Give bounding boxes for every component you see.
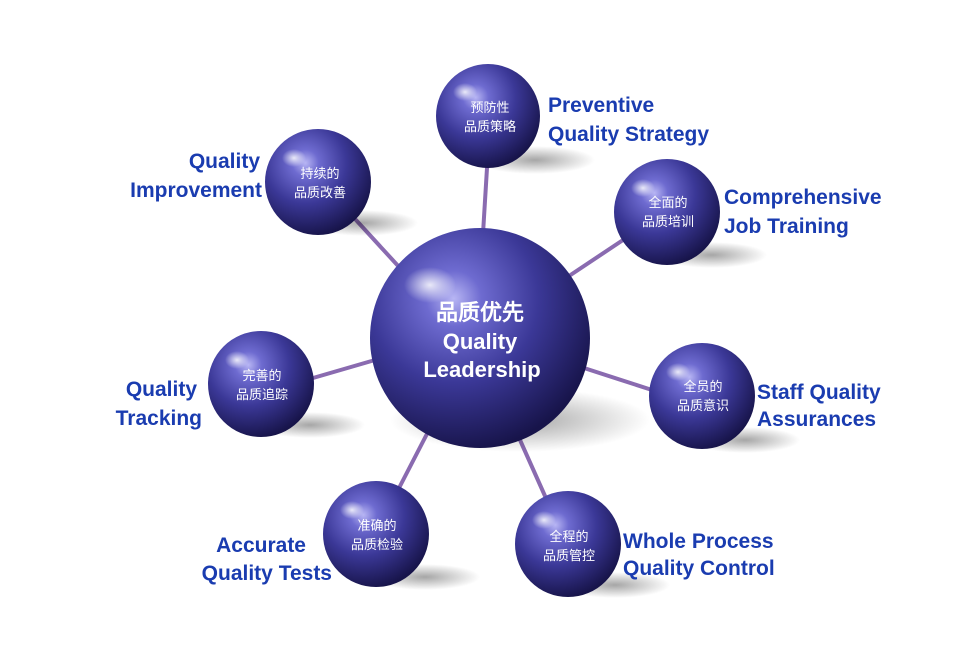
whole-process-label-en-1: Whole Process [623,530,774,553]
accurate-label-en-1: Accurate [216,534,306,557]
connector-staff [582,366,654,392]
staff-label-en-2: Assurances [757,408,876,431]
comprehensive-label-cn-1: 全面的 [648,195,687,211]
orbs: 品质优先 Quality Leadership 预防性 品质策略 全面的 品质培… [208,64,755,597]
accurate-label-cn-2: 品质检验 [351,537,403,553]
accurate-label-cn-1: 准确的 [357,518,396,534]
center-label-en-2: Leadership [423,357,540,382]
orb-preventive: 预防性 品质策略 [436,64,540,168]
orb-whole-process: 全程的 品质管控 [515,491,621,597]
orb-tracking: 完善的 品质追踪 [208,331,314,437]
orb-staff: 全员的 品质意识 [649,343,755,449]
whole-process-label-cn-1: 全程的 [549,529,588,545]
staff-label-cn-1: 全员的 [683,379,722,395]
preventive-label-en-1: Preventive [548,94,654,117]
staff-label-cn-2: 品质意识 [677,398,729,414]
orb-improvement: 持续的 品质改善 [265,129,371,235]
improvement-label-cn-2: 品质改善 [294,185,346,201]
tracking-label-en-2: Tracking [116,407,202,430]
comprehensive-label-cn-2: 品质培训 [642,214,694,230]
tracking-label-en-1: Quality [126,378,198,401]
connector-tracking [311,358,377,380]
comprehensive-label-en-2: Job Training [724,215,849,238]
whole-process-label-en-2: Quality Control [623,557,775,580]
orb-accurate: 准确的 品质检验 [323,481,429,587]
orb-comprehensive: 全面的 品质培训 [614,159,720,265]
improvement-label-en-1: Quality [189,150,261,173]
staff-label-en-1: Staff Quality [757,381,881,404]
improvement-label-cn-1: 持续的 [300,166,339,182]
side-labels: Preventive Quality Strategy Comprehensiv… [116,94,882,585]
improvement-label-en-2: Improvement [130,179,262,202]
center-label-en-1: Quality [443,329,518,354]
preventive-label-en-2: Quality Strategy [548,123,709,146]
whole-process-label-cn-2: 品质管控 [543,549,595,564]
preventive-label-cn-1: 预防性 [470,100,509,116]
tracking-label-cn-1: 完善的 [242,368,281,384]
connector-comprehensive [558,236,628,284]
preventive-label-cn-2: 品质策略 [464,119,516,135]
tracking-label-cn-2: 品质追踪 [236,387,288,403]
center-label-cn: 品质优先 [436,300,524,326]
comprehensive-label-en-1: Comprehensive [724,186,882,209]
accurate-label-en-2: Quality Tests [202,562,332,585]
orb-center: 品质优先 Quality Leadership [370,228,590,448]
